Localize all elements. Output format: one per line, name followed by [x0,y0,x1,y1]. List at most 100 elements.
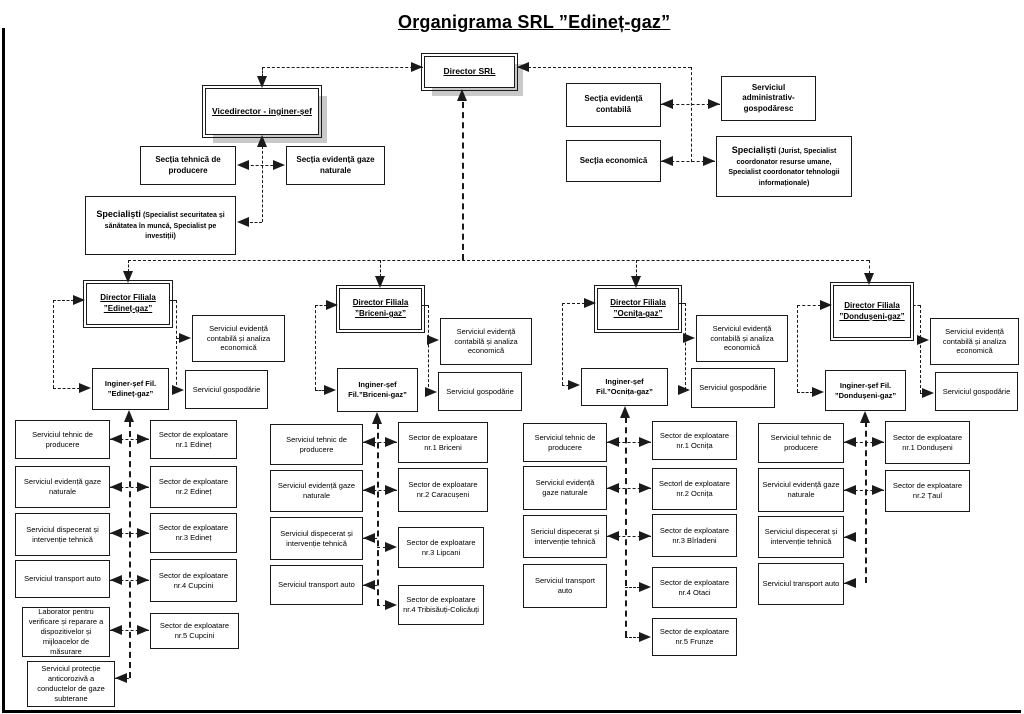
arrowhead-icon [872,485,884,495]
sectia-economica-box: Secția economică [566,140,661,182]
arrowhead-icon [844,532,856,542]
arrowhead-icon [324,385,336,395]
arrowhead-icon [917,335,929,345]
branch3-service-box: Serviciul evidență gaze naturale [523,466,607,510]
arrowhead-icon [124,410,134,422]
connector-line [110,630,149,631]
arrowhead-icon [363,485,375,495]
arrowhead-icon [922,388,934,398]
arrowhead-icon [115,673,127,683]
sectia-contabila-box: Secția evidență contabilă [566,83,661,127]
arrowhead-icon [844,485,856,495]
arrowhead-icon [872,437,884,447]
branch1-service-box: Laborator pentru verificare și reparare … [22,607,110,657]
arrowhead-icon [110,575,122,585]
branch1-sector-box: Sector de exploatare nr.3 Edineț [150,513,237,553]
branch4-service-box: Serviciul dispecerat și intervenție tehn… [758,516,844,558]
connector-line [262,67,263,77]
arrowhead-icon [363,580,375,590]
branch2-serv-gospodarie-box: Serviciul gospodărie [438,372,522,411]
branch4-director-box: Director Filiala ”Dondușeni-gaz” [830,282,914,341]
connector-line [110,533,149,534]
connector-line [844,442,884,443]
connector-line [691,67,692,162]
branch1-service-box: Serviciul protecție anticorozivă a condu… [27,661,115,707]
branch3-inginer-box: Inginer-șef Fil.”Ocnița-gaz” [581,368,668,406]
connector-line [607,536,651,537]
arrowhead-icon [123,271,133,283]
connector-line [625,587,640,588]
connector-line [110,439,149,440]
branch2-service-box: Serviciul tehnic de producere [270,424,363,465]
connector-line [53,300,54,388]
branch2-inginer-box: Inginer-șef Fil.”Briceni-gaz” [337,368,418,412]
arrowhead-icon [844,578,856,588]
arrowhead-icon [110,434,122,444]
sectia-gaze-box: Secția evidență gaze naturale [286,146,385,185]
branch2-service-box: Serviciul dispecerat și intervenție tehn… [270,517,363,560]
connector-line [377,605,386,606]
connector-line [363,442,397,443]
arrowhead-icon [703,156,715,166]
arrowhead-icon [172,385,184,395]
arrowhead-icon [137,575,149,585]
page-bottom-border [2,710,1021,713]
arrowhead-icon [639,632,651,642]
connector-line [363,490,397,491]
connector-line [176,338,180,339]
connector-line [377,547,386,548]
connector-line [607,488,651,489]
arrowhead-icon [607,531,619,541]
connector-line [462,102,464,260]
arrowhead-icon [860,411,870,423]
connector-line [380,260,381,277]
branch2-service-box: Serviciul evidență gaze naturale [270,470,363,512]
arrowhead-icon [137,625,149,635]
arrowhead-icon [73,295,85,305]
serviciul-admin-box: Serviciul administrativ-gospodăresc [721,76,816,121]
connector-line [110,487,149,488]
arrowhead-icon [363,533,375,543]
arrowhead-icon [427,335,439,345]
connector-line [625,417,627,637]
connector-line [797,305,798,392]
arrowhead-icon [79,383,91,393]
arrowhead-icon [631,276,641,288]
connector-line [661,161,715,162]
specialisti-right-detail: (Jurist, Specialist coordonator resurse … [728,148,840,187]
connector-line [562,303,563,385]
connector-line [869,260,870,274]
arrowhead-icon [639,582,651,592]
branch1-service-box: Serviciul tehnic de producere [15,420,110,459]
arrowhead-icon [257,135,267,147]
arrowhead-icon [385,600,397,610]
arrowhead-icon [385,485,397,495]
branch3-sector-box: Sector de exploatare nr.1 Ocnița [652,421,737,460]
connector-line [128,260,129,272]
arrowhead-icon [273,160,285,170]
branch3-service-box: Sericiul dispecerat și intervenție tehni… [523,515,607,558]
arrowhead-icon [110,625,122,635]
connector-line [315,305,327,306]
arrowhead-icon [411,62,423,72]
branch3-service-box: Serviciul transport auto [523,564,607,608]
connector-line [920,393,923,394]
branch1-sector-box: Sector de exploatare nr.2 Edineț [150,466,237,508]
bran4-service-box: Serviciul evidență gaze naturale [758,468,844,512]
connector-line [518,67,691,68]
specialisti-left-box: Specialiști (Specialist securitatea și s… [85,196,236,255]
connector-line [422,305,428,306]
arrowhead-icon [864,273,874,285]
arrowhead-icon [326,300,338,310]
connector-line [865,421,867,583]
arrowhead-icon [683,333,695,343]
branch3-director-box: Director Filiala ”Ocnița-gaz” [594,285,682,333]
connector-line [241,222,262,223]
connector-line [797,392,813,393]
branch1-serv-evidenta-box: Serviciul evidență contabilă și analiza … [192,315,285,362]
connector-line [241,165,283,166]
connector-line [129,421,131,678]
arrowhead-icon [639,483,651,493]
arrowhead-icon [257,76,267,88]
